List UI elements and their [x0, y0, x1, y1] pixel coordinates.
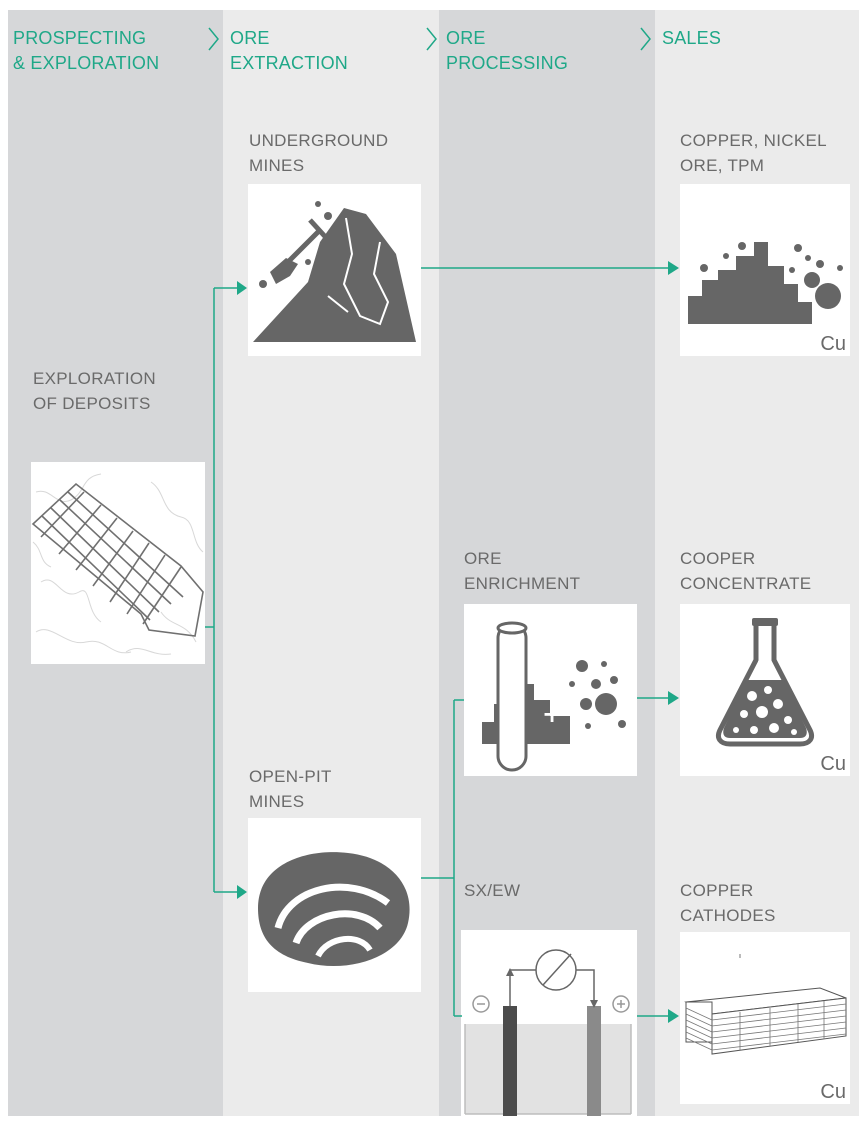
cathodes-label: COPPER CATHODES	[680, 881, 776, 925]
arrowhead-to-ore-sales	[668, 261, 679, 275]
stage-header-prospecting: PROSPECTING & EXPLORATION	[13, 28, 160, 73]
ore-enrichment-card: +	[464, 604, 637, 776]
open-pit-mines-label: OPEN-PIT MINES	[249, 767, 332, 811]
ore-sales-label: COPPER, NICKEL ORE, TPM	[680, 131, 827, 175]
test-tube-ore-icon: +	[482, 621, 626, 772]
open-pit-icon	[258, 852, 410, 967]
flask-icon	[715, 618, 815, 747]
open-pit-mines-card	[248, 818, 421, 992]
underground-mines-label: UNDERGROUND MINES	[249, 131, 389, 175]
arrowhead-to-concentrate	[668, 691, 679, 705]
electrolysis-icon	[464, 949, 632, 1116]
svg-text:+: +	[542, 700, 562, 728]
cu-symbol: Cu	[820, 1081, 846, 1103]
concentrate-card: Cu	[680, 604, 850, 776]
concentrate-label: COOPER CONCENTRATE	[680, 549, 812, 593]
arrowhead-to-underground	[237, 281, 247, 295]
chevron-right-icon	[640, 27, 651, 51]
ore-pile-icon	[688, 242, 843, 324]
arrowhead-to-open-pit	[237, 885, 247, 899]
exploration-label: EXPLORATION OF DEPOSITS	[33, 369, 156, 413]
cu-symbol: Cu	[820, 753, 846, 775]
deposit-map-icon	[31, 473, 204, 655]
chevron-right-icon	[208, 27, 219, 51]
stage-header-sales: SALES	[662, 28, 722, 48]
cathode-stack-icon	[684, 954, 847, 1055]
sxew-label: SX/EW	[464, 881, 521, 900]
cu-symbol: Cu	[820, 333, 846, 355]
sxew-card	[461, 930, 637, 1116]
exploration-card	[31, 462, 205, 664]
mountain-pickaxe-icon	[253, 201, 416, 342]
ore-enrichment-label: ORE ENRICHMENT	[464, 549, 581, 593]
chevron-right-icon	[426, 27, 437, 51]
stage-header-extraction: ORE EXTRACTION	[230, 28, 349, 73]
arrowhead-to-cathodes	[668, 1009, 679, 1023]
underground-mines-card	[248, 184, 421, 356]
ore-sales-card: Cu	[680, 184, 850, 356]
stage-header-processing: ORE PROCESSING	[446, 28, 569, 73]
cathodes-card: Cu	[680, 932, 850, 1104]
